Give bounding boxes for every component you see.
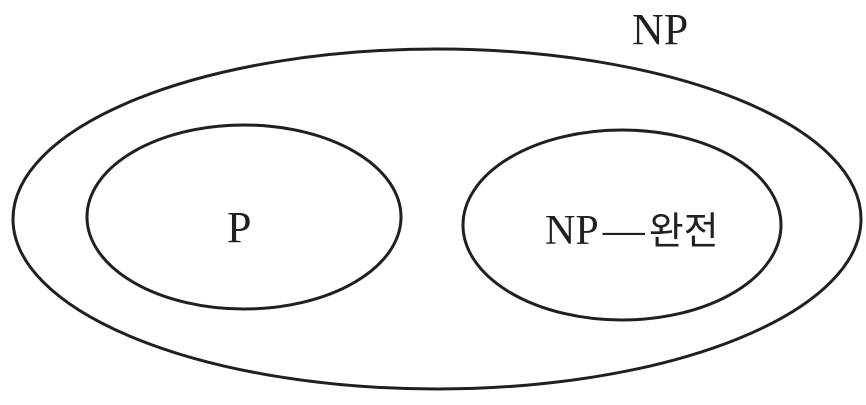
p-set-label: P — [227, 203, 251, 252]
np-set-ellipse — [11, 47, 863, 391]
np-set-label: NP — [632, 5, 688, 54]
np-complete-label-prefix: NP — [545, 208, 599, 254]
p-set-ellipse — [85, 123, 403, 311]
np-complete-label-dash: — — [602, 208, 646, 254]
np-complete-label-suffix: 완전 — [649, 209, 719, 253]
np-complete-set-label: NP—완전 — [545, 208, 719, 254]
np-complete-set-ellipse — [461, 128, 783, 322]
